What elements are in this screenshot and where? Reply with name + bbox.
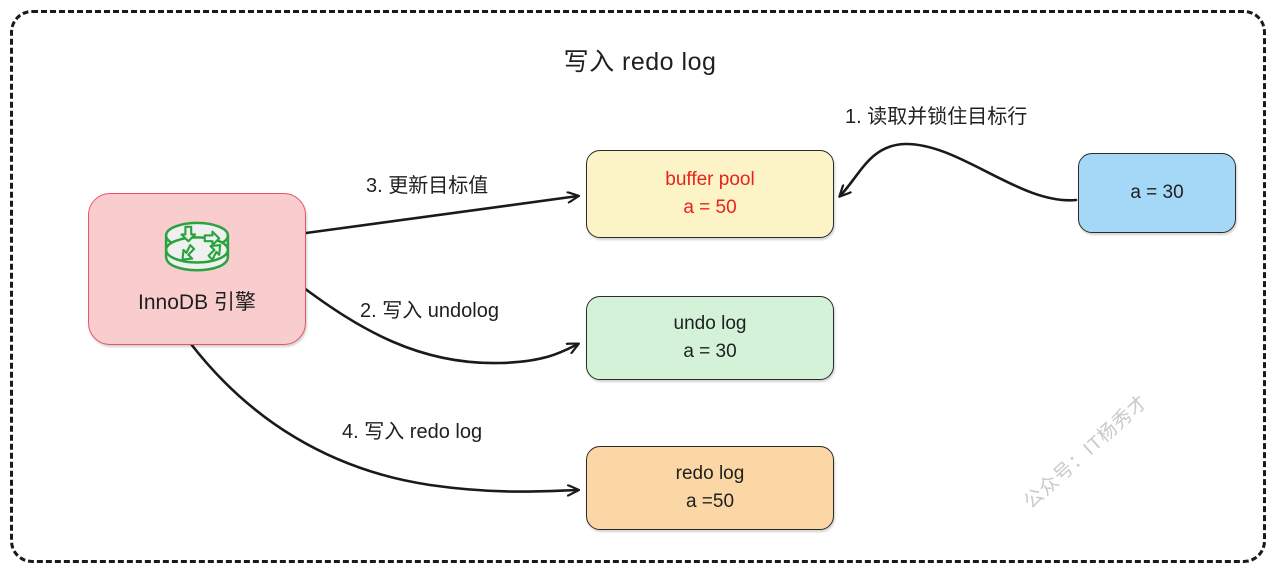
node-target-row[interactable]: a = 30	[1078, 153, 1236, 233]
node-redo-log-title: redo log	[675, 463, 745, 485]
edge-label-4: 4. 写入 redo log	[342, 421, 483, 443]
node-undo-log[interactable]: undo log a = 30	[586, 296, 834, 380]
node-innodb-label: InnoDB 引擎	[138, 290, 256, 314]
node-redo-log[interactable]: redo log a =50	[586, 446, 834, 530]
database-router-icon	[158, 220, 236, 276]
node-buffer-pool[interactable]: buffer pool a = 50	[586, 150, 834, 238]
diagram-title: 写入 redo log	[563, 48, 717, 76]
node-undo-log-title: undo log	[673, 313, 747, 335]
node-target-row-value: a = 30	[1130, 182, 1184, 204]
node-redo-log-value: a =50	[685, 491, 735, 512]
diagram-frame-border	[10, 10, 1266, 563]
edge-label-2: 2. 写入 undolog	[360, 300, 499, 322]
node-buffer-pool-value: a = 50	[683, 197, 737, 218]
edge-label-1: 1. 读取并锁住目标行	[845, 106, 1028, 128]
node-innodb-engine[interactable]: InnoDB 引擎	[88, 193, 306, 345]
node-undo-log-value: a = 30	[683, 341, 737, 362]
node-buffer-pool-title: buffer pool	[665, 169, 755, 191]
edge-label-3: 3. 更新目标值	[366, 175, 489, 197]
